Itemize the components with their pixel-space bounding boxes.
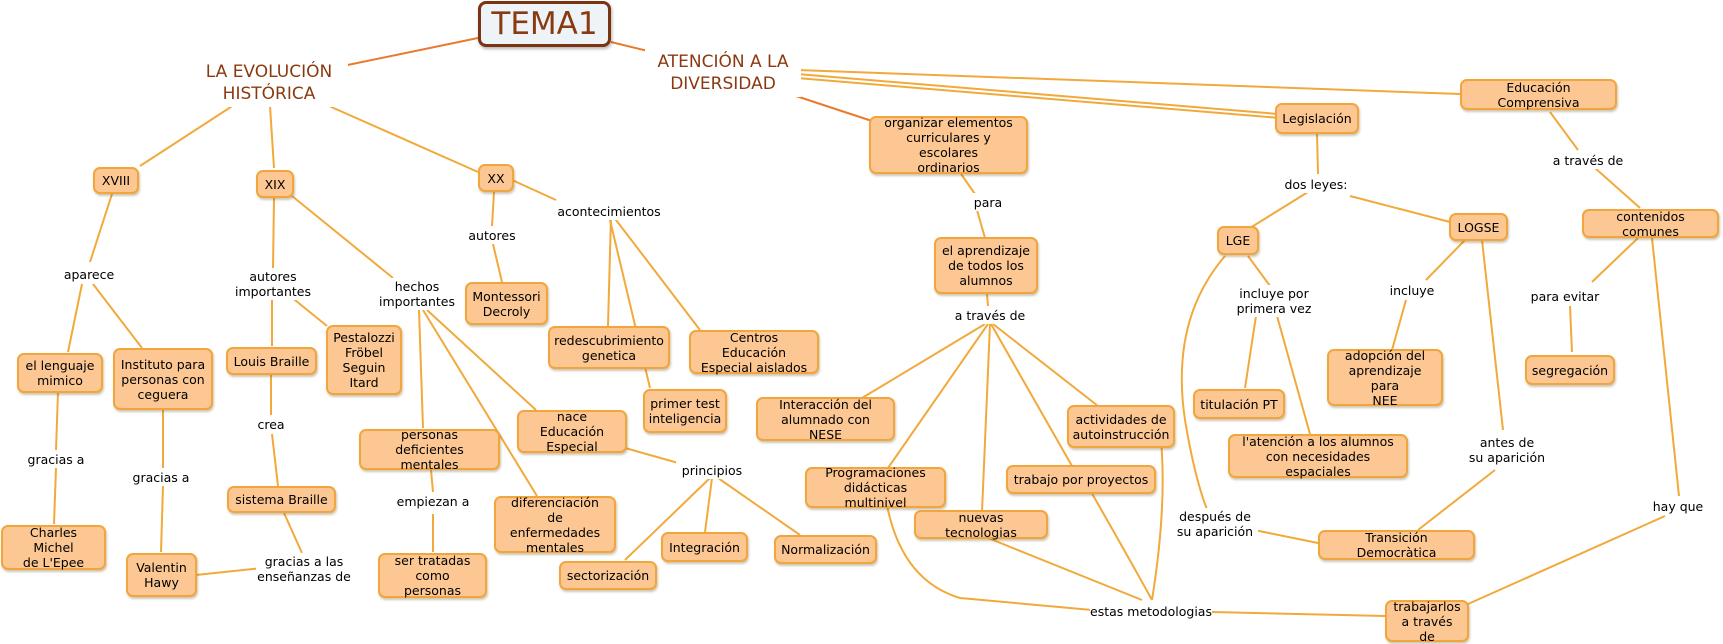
link-label-gracias-a: gracias a — [24, 450, 88, 468]
concept-redescubrimiento[interactable]: redescubrimiento genetica — [548, 326, 670, 369]
concept-contenidos-comunes[interactable]: contenidos comunes — [1582, 209, 1719, 239]
root-concept-tema1[interactable]: TEMA1 — [478, 1, 611, 47]
concept-sistema-braille[interactable]: sistema Braille — [227, 486, 336, 513]
concept-educacion-comprensiva[interactable]: Educación Comprensiva — [1460, 79, 1617, 110]
link-label-incluye-por-primera-vez: incluye por primera vez — [1234, 285, 1314, 317]
branch-evolucion-historica[interactable]: LA EVOLUCIÓN HISTÓRICA — [190, 59, 348, 107]
concept-logse[interactable]: LOGSE — [1449, 213, 1508, 241]
concept-diferenciacion[interactable]: diferenciación de enfermedades mentales — [494, 495, 616, 555]
concept-actividades-autoinstruccion[interactable]: actividades de autoinstrucción — [1067, 405, 1175, 448]
branch-atencion-diversidad[interactable]: ATENCIÓN A LA DIVERSIDAD — [645, 49, 801, 97]
link-label-a-traves-de: a través de — [1548, 151, 1628, 169]
link-label-dos-leyes: dos leyes: — [1282, 175, 1350, 193]
link-label-gracias-a: gracias a — [129, 468, 193, 486]
link-label-hay-que: hay que — [1648, 497, 1708, 515]
concept-nace-educacion-especial[interactable]: nace Educación Especial — [517, 409, 627, 454]
concept-valentin-hawy[interactable]: Valentin Hawy — [126, 553, 197, 597]
link-label-hechos-importantes: hechos importantes — [376, 278, 458, 310]
concept-lge[interactable]: LGE — [1217, 226, 1259, 255]
concept-xviii[interactable]: XVIII — [93, 167, 139, 194]
concept-titulacion-pt[interactable]: titulación PT — [1193, 389, 1285, 419]
concept-personas-deficientes[interactable]: personas deficientes mentales — [359, 427, 500, 472]
concept-atencion-alumnos[interactable]: l'atención a los alumnos con necesidades… — [1228, 434, 1408, 479]
concept-interaccion-nese[interactable]: Interacción del alumnado con NESE — [756, 397, 895, 442]
link-label-autores-importantes: autores importantes — [234, 268, 312, 300]
link-label-gracias-ensenanzas: gracias a las enseñanzas de — [256, 553, 352, 585]
concept-integracion[interactable]: Integración — [661, 532, 748, 562]
link-label-antes-aparicion: antes de su aparición — [1464, 434, 1550, 466]
concept-segregacion[interactable]: segregación — [1525, 355, 1615, 385]
concept-pestalozzi[interactable]: Pestalozzi Fröbel Seguin Itard — [326, 325, 402, 395]
link-label-despues-aparicion: después de su aparición — [1172, 508, 1258, 540]
link-label-incluye: incluye — [1384, 281, 1440, 299]
link-label-para: para — [969, 193, 1007, 211]
concept-trabajo-proyectos[interactable]: trabajo por proyectos — [1006, 465, 1156, 494]
concept-xix[interactable]: XIX — [256, 170, 294, 198]
link-label-a-traves-de: a través de — [950, 306, 1030, 324]
link-label-autores: autores — [466, 226, 518, 244]
link-label-aparece: aparece — [60, 265, 118, 283]
link-label-estas-metodologias: estas metodologias — [1090, 602, 1212, 620]
concept-ser-tratadas[interactable]: ser tratadas como personas — [378, 553, 487, 598]
concept-louis-braille[interactable]: Louis Braille — [226, 347, 317, 375]
concept-programaciones[interactable]: Programaciones didácticas multinivel — [805, 465, 946, 510]
concept-instituto-ceguera[interactable]: Instituto para personas con ceguera — [113, 348, 213, 410]
link-label-empiezan-a: empiezan a — [393, 492, 473, 510]
concept-primer-test[interactable]: primer test inteligencia — [643, 389, 727, 433]
link-label-acontecimientos: acontecimientos — [556, 202, 662, 220]
link-label-principios: principios — [676, 461, 748, 479]
link-label-para-evitar: para evitar — [1526, 287, 1604, 305]
concept-organizar-elementos[interactable]: organizar elementos curriculares y escol… — [869, 115, 1028, 175]
concept-montessori-decroly[interactable]: Montessori Decroly — [465, 282, 548, 325]
concept-legislacion[interactable]: Legislación — [1275, 103, 1359, 134]
concept-trabajarlos[interactable]: trabajarlos a través de — [1385, 599, 1469, 644]
concept-transicion-democratica[interactable]: Transición Democràtica — [1318, 530, 1475, 560]
concept-adopcion-aprendizaje[interactable]: adopción del aprendizaje para NEE — [1327, 348, 1443, 408]
concept-centros-educacion[interactable]: Centros Educación Especial aislados — [689, 330, 819, 375]
concept-normalizacion[interactable]: Normalización — [774, 535, 877, 564]
concept-charles-michel[interactable]: Charles Michel de L'Epee — [1, 525, 106, 570]
concept-lenguaje-mimico[interactable]: el lenguaje mimico — [17, 353, 103, 393]
concept-aprendizaje-todos[interactable]: el aprendizaje de todos los alumnos — [934, 237, 1038, 294]
link-label-crea: crea — [254, 415, 288, 433]
concept-sectorizacion[interactable]: sectorización — [559, 561, 657, 590]
concept-xx[interactable]: XX — [478, 164, 514, 192]
concept-nuevas-tecnologias[interactable]: nuevas tecnologias — [914, 510, 1048, 540]
